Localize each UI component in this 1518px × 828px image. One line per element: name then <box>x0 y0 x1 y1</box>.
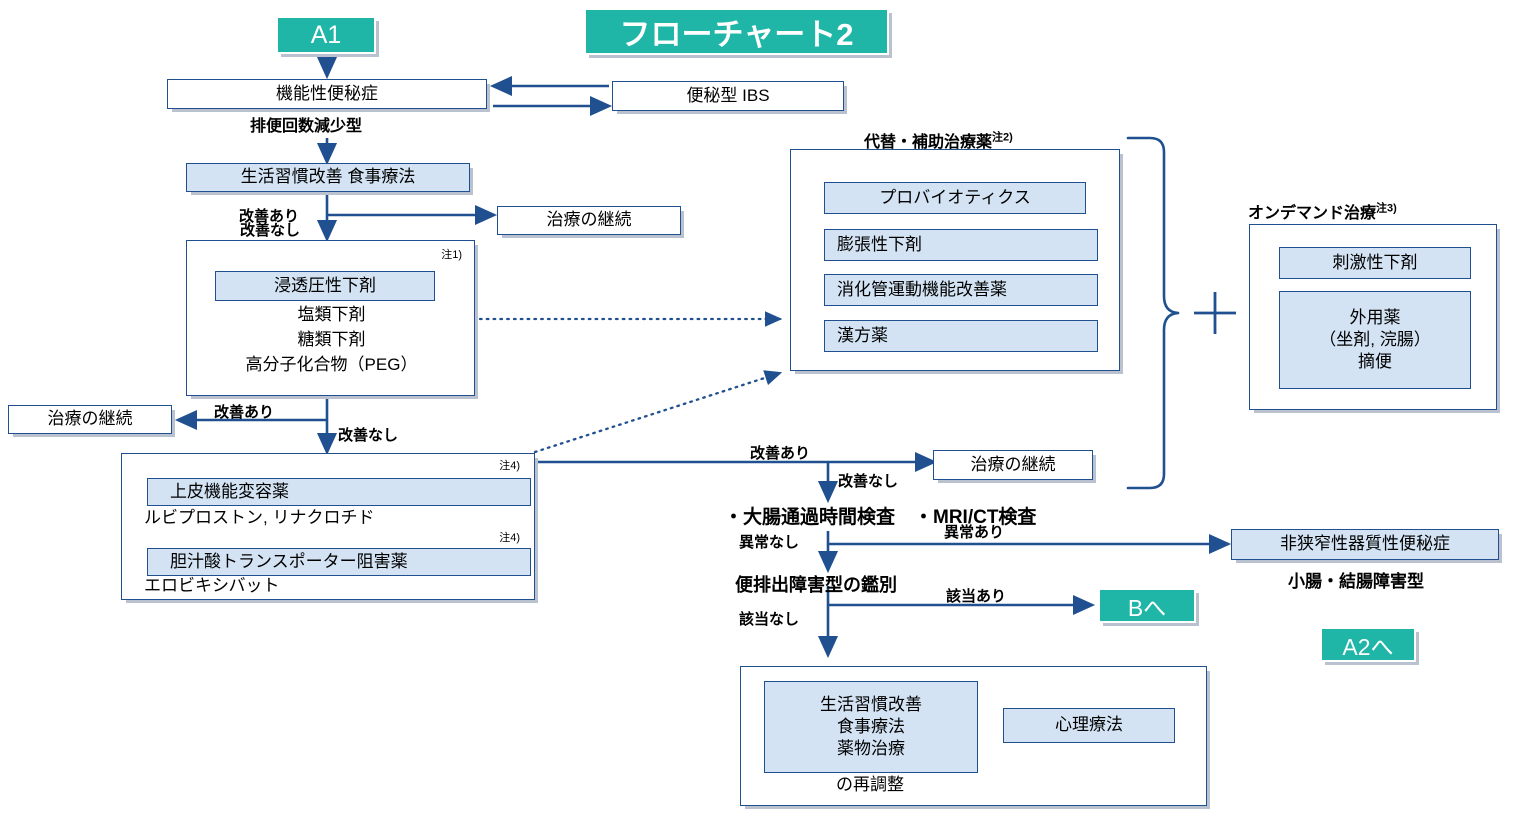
label-small-large-bowel-disorder: 小腸・結腸障害型 <box>1288 572 1424 591</box>
label-readjust-tail: の再調整 <box>836 775 904 794</box>
edge-label-match-found: 該当あり <box>946 588 1007 605</box>
node-functional-constipation[interactable]: 機能性便秘症 <box>167 79 487 109</box>
note-marker-4a: 注4) <box>499 460 520 472</box>
chip-psychotherapy[interactable]: 心理療法 <box>1003 708 1175 743</box>
terminator-to-b[interactable]: Bへ <box>1098 588 1196 623</box>
edge-label-improved-3: 改善あり <box>750 445 811 462</box>
edge-label-improved-1: 改善あり <box>239 208 300 225</box>
node-continue-treatment-1[interactable]: 治療の継続 <box>497 206 681 235</box>
node-continue-treatment-2[interactable]: 治療の継続 <box>8 405 172 434</box>
chip-osmotic-laxative[interactable]: 浸透圧性下剤 <box>215 271 435 301</box>
group-ondemand-therapy[interactable]: 刺激性下剤 外用薬 （坐剤, 浣腸） 摘便 <box>1249 224 1497 410</box>
node-continue-treatment-3[interactable]: 治療の継続 <box>933 450 1093 480</box>
chip-readjust-measures[interactable]: 生活習慣改善 食事療法 薬物治療 <box>764 681 978 773</box>
edge-label-no-match: 該当なし <box>739 611 800 628</box>
chip-bulk-laxative[interactable]: 膨張性下剤 <box>824 229 1098 261</box>
terminator-to-a2[interactable]: A2へ <box>1320 627 1416 662</box>
chip-prokinetic[interactable]: 消化管運動機能改善薬 <box>824 274 1098 306</box>
edge-label-no-abnormality: 異常なし <box>739 534 800 551</box>
chip-epithelial-function-modulator[interactable]: 上皮機能変容薬 <box>147 478 531 506</box>
osmotic-line-0: 塩類下剤 <box>297 305 366 324</box>
group-osmotic-laxatives[interactable]: 注1) 浸透圧性下剤 塩類下剤 糖類下剤 高分子化合物（PEG） <box>186 240 475 396</box>
chip-probiotics[interactable]: プロバイオティクス <box>824 182 1086 214</box>
edge-label-not-improved-3: 改善なし <box>838 473 899 490</box>
group-readjustment[interactable]: 生活習慣改善 食事療法 薬物治療 の再調整 心理療法 <box>740 666 1207 806</box>
osmotic-line-1: 糖類下剤 <box>297 330 366 349</box>
secretagogue-drugs-2: エロビキシバット <box>144 576 280 595</box>
chip-kampo[interactable]: 漢方薬 <box>824 320 1098 352</box>
note-marker-4b: 注4) <box>499 532 520 544</box>
chip-topical-therapy[interactable]: 外用薬 （坐剤, 浣腸） 摘便 <box>1279 291 1471 389</box>
chart-title: フローチャート2 <box>584 8 889 55</box>
note-marker-3: 注3) <box>1376 202 1397 215</box>
edge-label-abnormality-found: 異常あり <box>944 524 1005 541</box>
heading-alternative-therapy: 代替・補助治療薬注2) <box>864 128 1013 152</box>
edge-label-not-improved-2: 改善なし <box>338 427 399 444</box>
node-lifestyle-diet[interactable]: 生活習慣改善 食事療法 <box>186 163 470 192</box>
chip-bile-acid-transporter-inhibitor[interactable]: 胆汁酸トランスポーター阻害薬 <box>147 548 531 576</box>
edge-label-improved-2: 改善あり <box>214 404 275 421</box>
topical-line-1: （坐剤, 浣腸） <box>1319 329 1431 349</box>
note-marker-1: 注1) <box>441 249 462 261</box>
group-secretagogues[interactable]: 注4) 上皮機能変容薬 ルビプロストン, リナクロチド 注4) 胆汁酸トランスポ… <box>121 453 535 600</box>
secretagogue-drugs-1: ルビプロストン, リナクロチド <box>144 508 375 527</box>
label-reduced-defecation-frequency: 排便回数減少型 <box>250 118 363 135</box>
readjust-line-1: 食事療法 <box>837 716 905 736</box>
heading-ondemand-therapy: オンデマンド治療注3) <box>1248 199 1397 223</box>
osmotic-line-2: 高分子化合物（PEG） <box>245 355 418 374</box>
group-alternative-therapy[interactable]: プロバイオティクス 膨張性下剤 消化管運動機能改善薬 漢方薬 <box>790 149 1120 371</box>
note-marker-2: 注2) <box>992 131 1013 144</box>
node-ibs-c[interactable]: 便秘型 IBS <box>612 81 844 111</box>
heading-ondemand-therapy-text: オンデマンド治療 <box>1248 205 1377 222</box>
node-non-stenotic-organic-constipation[interactable]: 非狭窄性器質性便秘症 <box>1231 529 1499 560</box>
topical-line-2: 摘便 <box>1358 352 1392 372</box>
label-defecation-disorder-differentiation: 便排出障害型の鑑別 <box>735 575 897 595</box>
topical-line-0: 外用薬 <box>1349 307 1401 327</box>
readjust-line-2: 薬物治療 <box>837 739 905 759</box>
terminator-a1[interactable]: A1 <box>276 16 376 54</box>
label-transit-and-imaging-tests: ・大腸通過時間検査 ・MRI/CT検査 <box>724 507 1037 528</box>
edge-label-not-improved-1: 改善なし <box>240 222 301 239</box>
heading-alternative-therapy-text: 代替・補助治療薬 <box>864 134 993 151</box>
readjust-line-0: 生活習慣改善 <box>820 694 922 714</box>
chip-stimulant-laxative[interactable]: 刺激性下剤 <box>1279 247 1471 279</box>
